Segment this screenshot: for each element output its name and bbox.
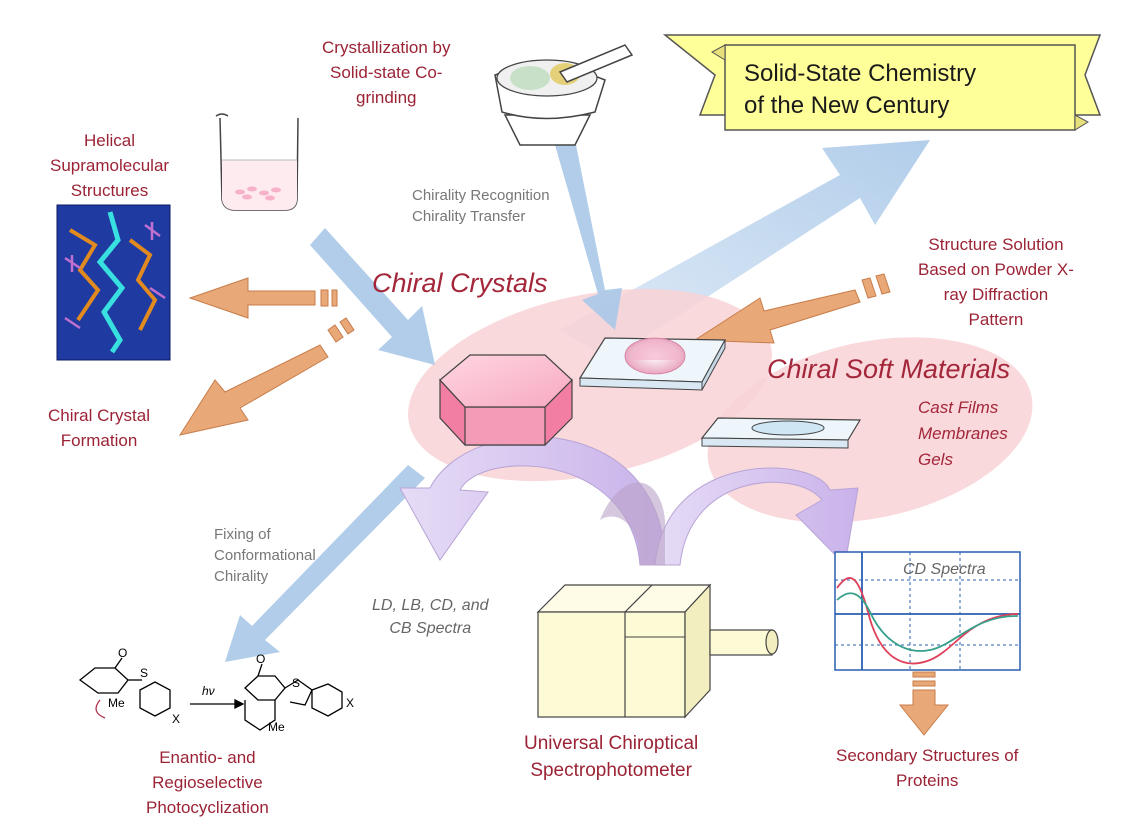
- formation-line-1: Chiral Crystal: [48, 406, 151, 425]
- soft-item-gels: Gels: [918, 450, 953, 469]
- orange-arrow-secondary: [898, 671, 950, 736]
- reaction-me-1: Me: [108, 696, 125, 710]
- spectra-line-1: LD, LB, CD, and: [372, 597, 489, 614]
- reaction-s-1: S: [140, 666, 149, 680]
- helical-structure-image: [56, 204, 171, 361]
- crystallization-line-1: Crystallization by: [322, 38, 451, 57]
- chirality-line-1: Chirality Recognition: [412, 187, 550, 204]
- fixing-line-2: Conformational: [214, 547, 316, 564]
- mortar-to-plate-arrow: [555, 140, 622, 330]
- structure-line-4: Pattern: [968, 310, 1024, 329]
- helical-line-2: Supramolecular: [50, 156, 170, 175]
- structure-line-3: ray Diffraction: [943, 285, 1049, 304]
- banner-line-2: of the New Century: [744, 92, 950, 119]
- structure-solution-label: Structure Solution Based on Powder X- ra…: [918, 232, 1074, 332]
- soft-item-cast-films: Cast Films: [918, 398, 999, 417]
- spectrophotometer-label: Universal Chiroptical Spectrophotometer: [524, 730, 698, 784]
- chiral-soft-title: Chiral Soft Materials: [767, 354, 1011, 384]
- secondary-line-2: Proteins: [896, 771, 959, 790]
- spectrophotometer-line-2: Spectrophotometer: [530, 760, 692, 781]
- cd-spectra-chart: [834, 551, 1021, 671]
- soft-item-membranes: Membranes: [918, 424, 1008, 443]
- purple-arrow-left: [399, 436, 666, 566]
- photocyclization-line-2: Regioselective: [152, 773, 263, 792]
- cd-spectra-label: CD Spectra: [903, 561, 986, 578]
- fixing-line-1: Fixing of: [214, 526, 271, 543]
- cast-film-plate: [700, 417, 862, 449]
- reaction-s-2: S: [292, 676, 301, 690]
- chirality-label: Chirality Recognition Chirality Transfer: [412, 185, 550, 227]
- crystallization-line-3: grinding: [356, 88, 417, 107]
- banner-line-1: Solid-State Chemistry: [744, 60, 977, 87]
- reaction-x-2: X: [346, 696, 355, 710]
- orange-arrow-structure: [693, 273, 891, 344]
- photocyclization-label: Enantio- and Regioselective Photocycliza…: [146, 745, 269, 820]
- chirality-line-2: Chirality Transfer: [412, 208, 526, 225]
- crystallization-line-2: Solid-state Co-: [330, 63, 443, 82]
- fixing-label: Fixing of Conformational Chirality: [214, 524, 316, 587]
- spectra-line-2: CB Spectra: [389, 620, 472, 637]
- crystallization-label: Crystallization by Solid-state Co- grind…: [322, 35, 451, 110]
- banner-title: Solid-State Chemistry of the New Century: [744, 58, 976, 122]
- reaction-me-2: Me: [268, 720, 285, 734]
- reaction-o-2: O: [256, 652, 266, 666]
- mortar-pestle: [494, 44, 634, 146]
- formation-line-2: Formation: [60, 431, 138, 450]
- beaker-to-crystal-arrow: [310, 228, 435, 365]
- beaker: [215, 113, 299, 211]
- reaction-x-1: X: [172, 712, 181, 726]
- reaction-scheme: [78, 657, 343, 731]
- secondary-structures-label: Secondary Structures of Proteins: [836, 743, 1018, 793]
- secondary-line-1: Secondary Structures of: [836, 746, 1019, 765]
- orange-arrow-helical: [188, 277, 338, 319]
- photocyclization-line-1: Enantio- and: [159, 748, 256, 767]
- orange-arrow-formation: [178, 317, 355, 436]
- purple-arrow-right: [654, 467, 859, 567]
- spectrophotometer: [536, 583, 779, 719]
- fixing-line-3: Chirality: [214, 568, 269, 585]
- helical-line-3: Structures: [70, 181, 149, 200]
- purple-arch-shade: [600, 482, 665, 565]
- spectrophotometer-line-1: Universal Chiroptical: [524, 733, 699, 754]
- reaction-o-1: O: [118, 646, 128, 660]
- crystal-to-reaction-arrow: [225, 465, 425, 662]
- photocyclization-line-3: Photocyclization: [146, 798, 269, 817]
- banner-scroll: [662, 34, 1102, 131]
- spectra-types-label: LD, LB, CD, and CB Spectra: [372, 594, 489, 640]
- helical-line-1: Helical: [84, 131, 136, 150]
- chiral-crystal-formation-label: Chiral Crystal Formation: [48, 403, 150, 453]
- powder-plate: [578, 337, 727, 391]
- helical-label: Helical Supramolecular Structures: [50, 128, 169, 203]
- hexagonal-crystal: [439, 354, 573, 446]
- structure-line-2: Based on Powder X-: [918, 260, 1074, 279]
- soft-materials-list: Cast Films Membranes Gels: [918, 395, 1008, 473]
- chiral-crystals-title: Chiral Crystals: [372, 268, 548, 298]
- reaction-hv: hν: [202, 684, 215, 698]
- structure-line-1: Structure Solution: [928, 235, 1064, 254]
